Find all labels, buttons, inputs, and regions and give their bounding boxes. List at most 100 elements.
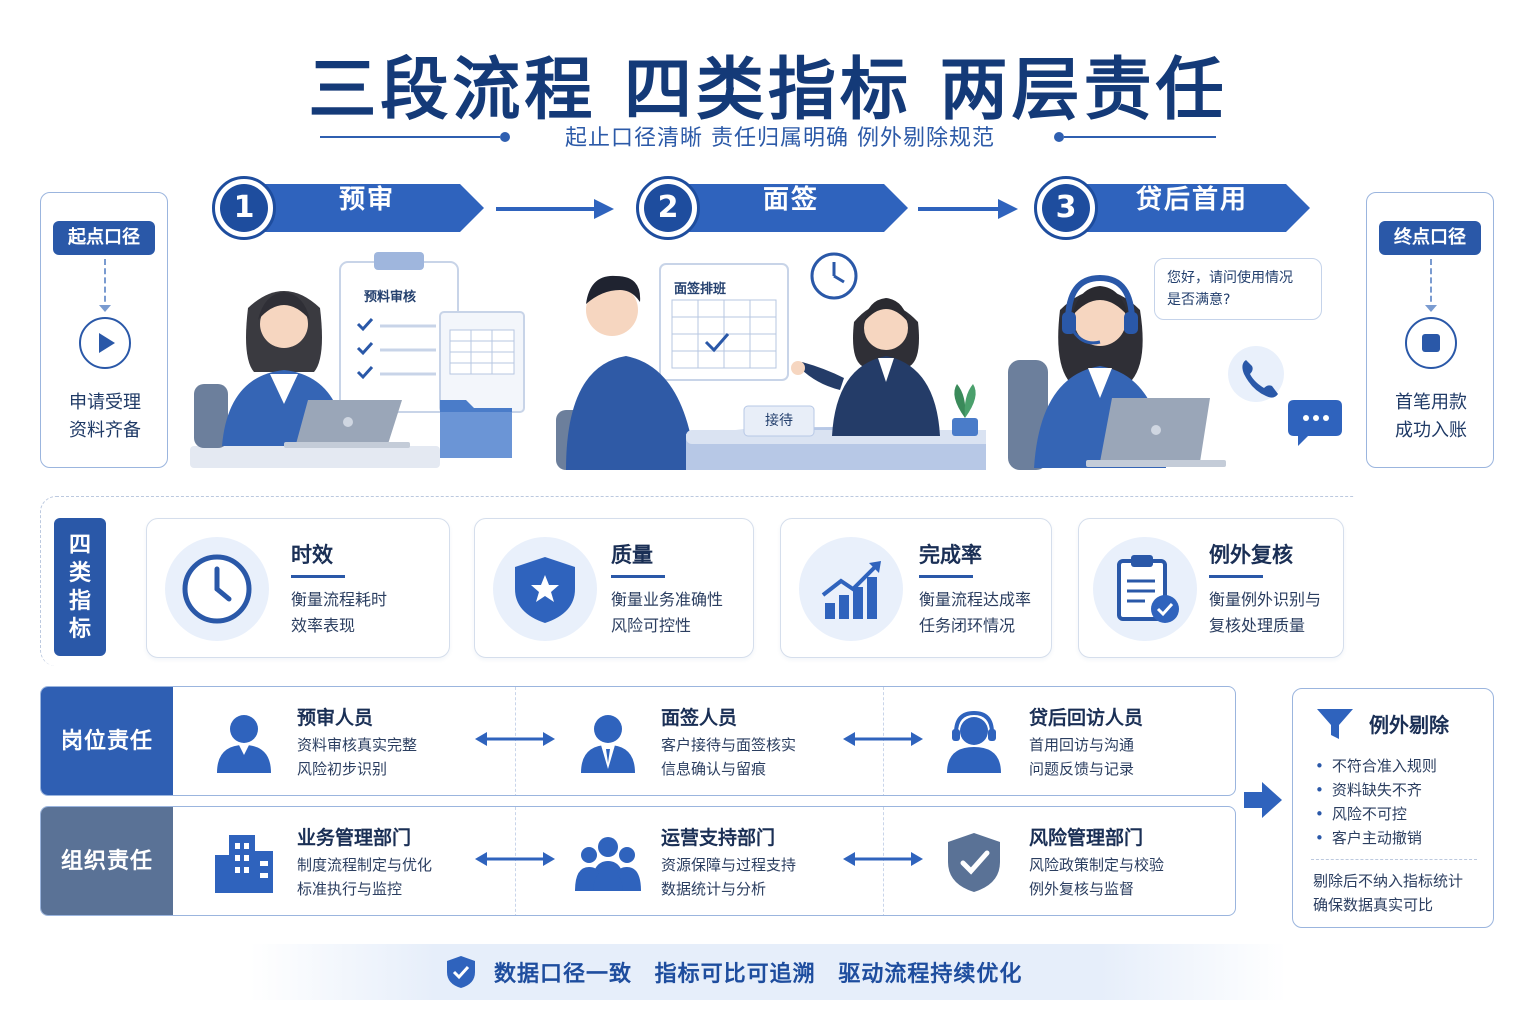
indicator-title: 例外复核 <box>1209 543 1293 567</box>
subtitle-right-line <box>1064 136 1216 138</box>
scene-interview: 面签排班 接待 <box>556 250 998 472</box>
subtitle-left-dot <box>500 132 510 142</box>
prereview-board-label: 预料审核 <box>364 290 417 305</box>
end-text-1: 首笔用款 <box>1395 392 1467 413</box>
stop-icon <box>1405 317 1457 369</box>
scene-followup: 您好，请问使用情况 是否满意? <box>1004 250 1344 472</box>
followup-illustration <box>1008 274 1342 470</box>
indicator-desc: 衡量流程达成率 任务闭环情况 <box>919 590 1032 635</box>
indicators-area <box>40 496 1354 666</box>
suited-person-icon <box>581 715 635 773</box>
funnel-icon <box>1317 709 1353 739</box>
indicator-underline <box>919 575 973 578</box>
position-responsibility-head: 岗位责任 <box>41 687 173 795</box>
start-dash-line <box>104 259 106 311</box>
exclusion-divider <box>1311 859 1477 860</box>
double-arrow-icon <box>475 732 555 746</box>
indicator-card-completion: 完成率 衡量流程达成率 任务闭环情况 <box>780 518 1052 658</box>
resp-desc: 首用回访与沟通 问题反馈与记录 <box>1029 736 1135 778</box>
indicator-underline <box>1209 575 1263 578</box>
person-icon <box>217 715 271 773</box>
exclusion-item: 不符合准入规则 <box>1315 755 1437 776</box>
exclusion-note: 剔除后不纳入指标统计 确保数据真实可比 <box>1313 872 1464 914</box>
resp-desc: 风险政策制定与校验 例外复核与监督 <box>1029 856 1165 898</box>
scene-prereview: 预料审核 <box>188 250 528 472</box>
followup-bubble-line-1: 您好，请问使用情况 <box>1167 270 1293 286</box>
growth-chart-icon <box>799 537 903 641</box>
step-3-header: 贷后首用 3 <box>1034 176 1310 240</box>
indicator-desc: 衡量流程耗时 效率表现 <box>291 590 388 635</box>
shield-check-icon <box>948 833 1000 892</box>
step-2-bar <box>688 184 908 232</box>
resp-desc: 资源保障与过程支持 数据统计与分析 <box>661 856 797 898</box>
indicator-card-exception-review: 例外复核 衡量例外识别与 复核处理质量 <box>1078 518 1344 658</box>
row-separator <box>515 687 516 795</box>
followup-bubble-line-2: 是否满意? <box>1167 292 1231 308</box>
interview-schedule-label: 面签排班 <box>674 282 727 297</box>
indicator-title: 质量 <box>611 543 653 567</box>
exclusion-title: 例外剔除 <box>1369 713 1449 737</box>
step-arrow-1-icon <box>496 199 614 219</box>
interview-illustration <box>556 252 998 470</box>
team-icon <box>575 837 641 891</box>
resp-title: 风险管理部门 <box>1029 827 1144 849</box>
resp-desc: 制度流程制定与优化 标准执行与监控 <box>297 856 433 898</box>
indicators-tag: 四类指标 <box>54 518 106 656</box>
org-responsibility-head: 组织责任 <box>41 807 173 915</box>
org-responsibility-row: 组织责任 业务管理部门 制度流程制定与优化 标准执行与监控 运营支持部门 资源保… <box>40 806 1236 916</box>
resp-desc: 客户接待与面签核实 信息确认与留痕 <box>661 736 797 778</box>
indicator-card-quality: 质量 衡量业务准确性 风险可控性 <box>474 518 754 658</box>
row-separator <box>515 807 516 915</box>
building-icon <box>215 835 273 893</box>
step-3-bar <box>1086 184 1310 232</box>
subtitle: 起止口径清晰 责任归属明确 例外剔除规范 <box>565 126 995 151</box>
footer-text: 数据口径一致 指标可比可追溯 驱动流程持续优化 <box>494 962 1023 987</box>
indicator-title: 时效 <box>291 543 333 567</box>
start-arrow-down-icon <box>99 305 111 312</box>
clipboard-check-icon <box>1093 537 1197 641</box>
indicator-desc: 衡量例外识别与 复核处理质量 <box>1209 590 1322 635</box>
double-arrow-icon <box>843 732 923 746</box>
footer-banner: 数据口径一致 指标可比可追溯 驱动流程持续优化 <box>250 944 1286 1000</box>
step-2-number-badge: 2 <box>636 176 700 240</box>
subtitle-right-dot <box>1054 132 1064 142</box>
step-1-label: 预审 <box>338 185 395 215</box>
exclusion-item: 客户主动撤销 <box>1315 827 1422 848</box>
step-1-bar <box>264 184 484 232</box>
followup-speech-bubble: 您好，请问使用情况 是否满意? <box>1154 258 1322 320</box>
indicator-card-timeliness: 时效 衡量流程耗时 效率表现 <box>146 518 450 658</box>
step-1-header: 预审 1 <box>212 176 484 240</box>
double-arrow-icon <box>475 852 555 866</box>
step-2-label: 面签 <box>762 185 819 215</box>
start-point-box: 起点口径 申请受理 资料齐备 <box>40 192 168 468</box>
reception-sign: 接待 <box>765 413 793 429</box>
position-responsibility-row: 岗位责任 预审人员 资料审核真实完整 风险初步识别 面签人员 客户接待与面签核实… <box>40 686 1236 796</box>
resp-title: 预审人员 <box>297 707 374 729</box>
resp-title: 运营支持部门 <box>661 827 776 849</box>
end-arrow-down-icon <box>1425 305 1437 312</box>
indicator-underline <box>611 575 665 578</box>
subtitle-row: 起止口径清晰 责任归属明确 例外剔除规范 <box>320 120 1216 154</box>
headset-person-icon <box>947 710 1001 773</box>
step-2-header: 面签 2 <box>636 176 908 240</box>
resp-title: 面签人员 <box>661 707 738 729</box>
end-dash-line <box>1430 259 1432 311</box>
exclusion-item: 资料缺失不齐 <box>1315 779 1422 800</box>
step-1-number-badge: 1 <box>212 176 276 240</box>
arrow-right-icon <box>1244 782 1282 818</box>
row-separator <box>883 687 884 795</box>
page-title: 三段流程 四类指标 两层责任 <box>308 51 1228 130</box>
exclusion-box: 例外剔除 不符合准入规则 资料缺失不齐 风险不可控 客户主动撤销 剔除后不纳入指… <box>1292 688 1494 928</box>
start-text-1: 申请受理 <box>69 392 141 413</box>
clock-icon <box>165 537 269 641</box>
resp-desc: 资料审核真实完整 风险初步识别 <box>297 736 418 778</box>
step-arrow-2-icon <box>918 199 1018 219</box>
row-separator <box>883 807 884 915</box>
indicator-title: 完成率 <box>919 543 982 567</box>
indicator-underline <box>291 575 345 578</box>
footer-shield-icon <box>447 956 475 988</box>
shield-star-icon <box>493 537 597 641</box>
step-3-number-badge: 3 <box>1034 176 1098 240</box>
resp-title: 业务管理部门 <box>297 827 412 849</box>
step-3-label: 贷后首用 <box>1135 185 1248 215</box>
